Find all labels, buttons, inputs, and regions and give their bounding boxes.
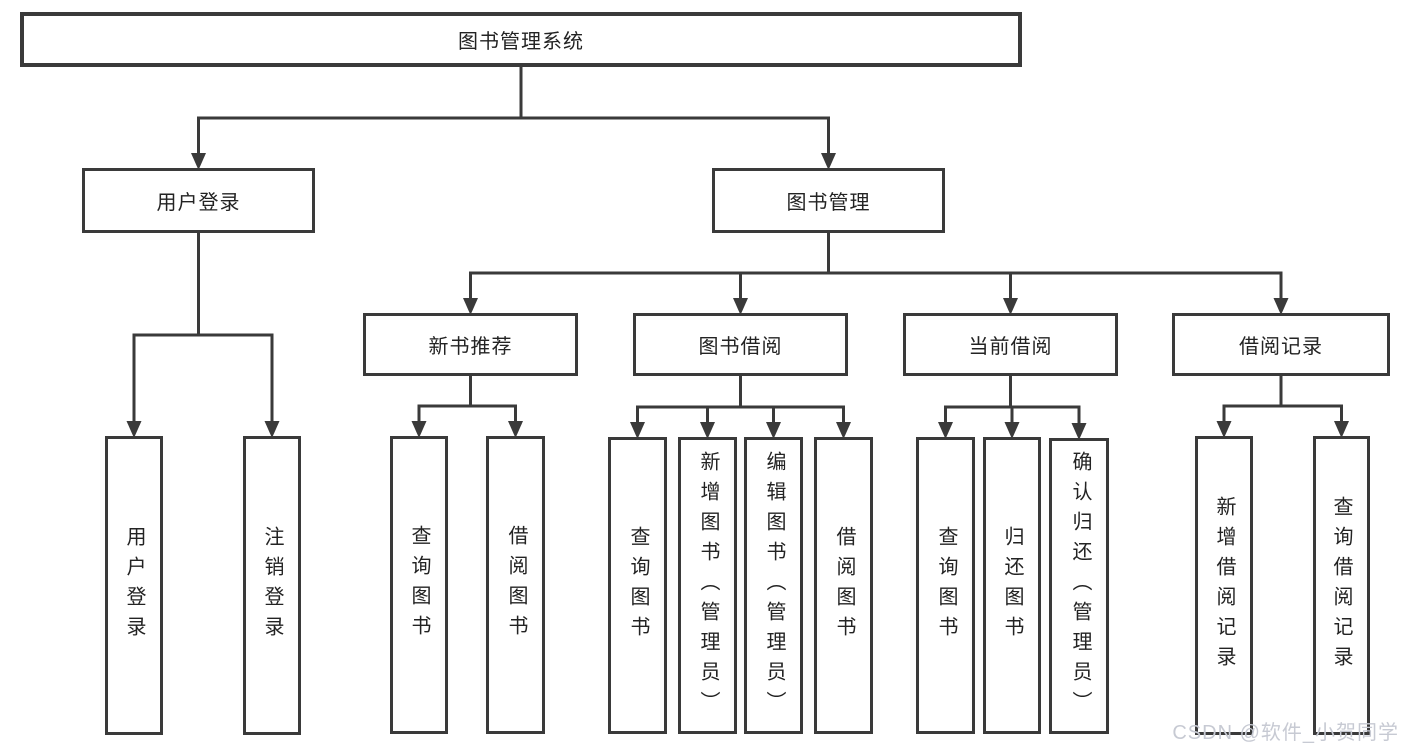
node-mgmt: 图书管理 (712, 168, 945, 233)
node-root: 图书管理系统 (20, 12, 1022, 67)
node-rec-query: 查询图书 (390, 436, 448, 734)
node-borrow-add: 新增图书（管理员） (678, 437, 737, 734)
node-borrow-lend: 借阅图书 (814, 437, 873, 734)
node-current-confirm: 确认归还（管理员） (1049, 438, 1109, 734)
node-current-return: 归还图书 (983, 437, 1041, 734)
node-login-logout: 注销登录 (243, 436, 301, 735)
node-records-query: 查询借阅记录 (1313, 436, 1370, 735)
node-records: 借阅记录 (1172, 313, 1390, 376)
node-current: 当前借阅 (903, 313, 1118, 376)
watermark: CSDN @软件_小贺同学 (1172, 722, 1399, 744)
node-current-query: 查询图书 (916, 437, 975, 734)
node-login-user: 用户登录 (105, 436, 163, 735)
node-borrow-query: 查询图书 (608, 437, 667, 734)
node-records-add: 新增借阅记录 (1195, 436, 1253, 735)
node-rec: 新书推荐 (363, 313, 578, 376)
node-borrow-edit: 编辑图书（管理员） (744, 437, 803, 734)
node-borrow: 图书借阅 (633, 313, 848, 376)
node-rec-borrow: 借阅图书 (486, 436, 545, 734)
node-login: 用户登录 (82, 168, 315, 233)
